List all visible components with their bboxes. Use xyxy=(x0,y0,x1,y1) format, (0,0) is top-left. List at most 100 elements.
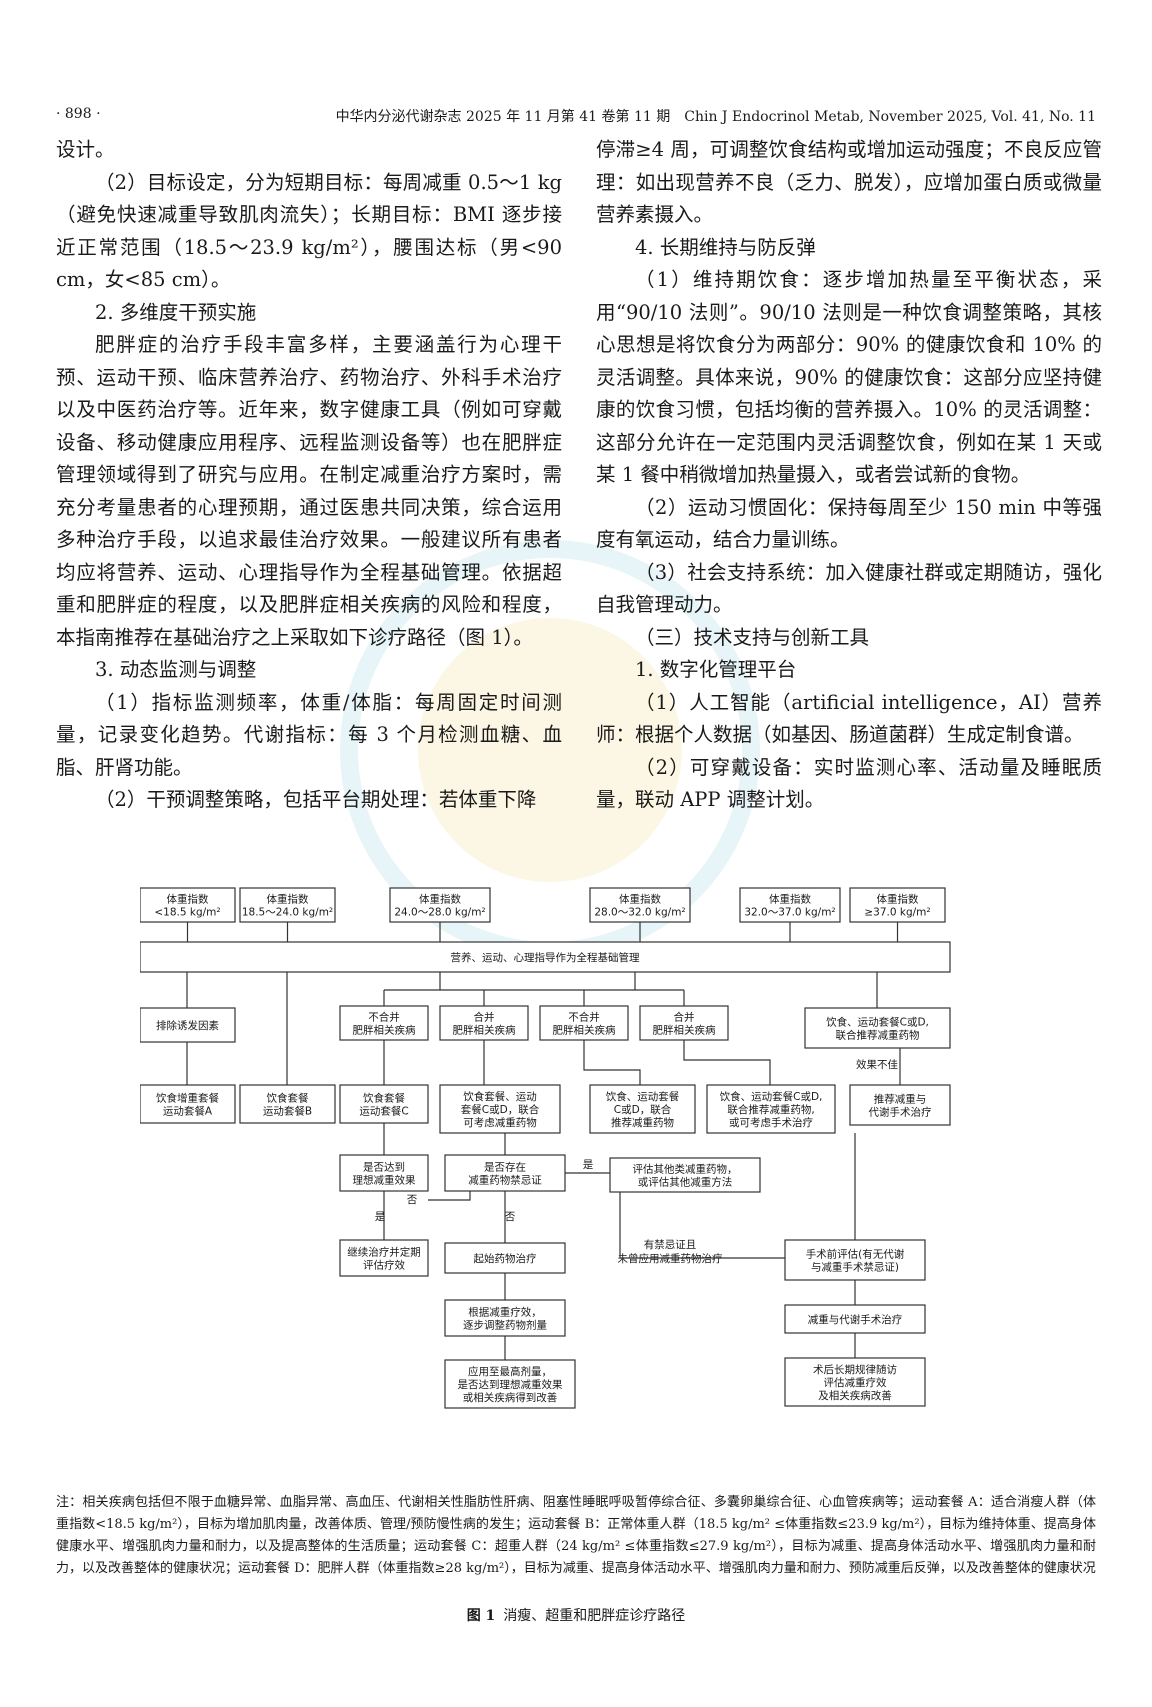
connector-line xyxy=(428,1191,471,1201)
recommend-surgery-text: 代谢手术治疗 xyxy=(869,1106,932,1119)
package-cd-recommend-text: 推荐减重药物 xyxy=(611,1116,674,1129)
exclude-causes-text: 排除诱发因素 xyxy=(156,1019,219,1032)
contra-never-text: 有禁忌证且 xyxy=(644,1238,697,1251)
package-cd-surgery-box xyxy=(706,1084,836,1134)
left-column-paragraph: 肥胖症的治疗手段丰富多样，主要涵盖行为心理干预、运动干预、临床营养治疗、药物治疗… xyxy=(56,333,562,649)
left-column: 设计。（2）目标设定，分为短期目标：每周减重 0.5～1 kg（避免快速减重导致… xyxy=(56,134,562,817)
comorbidity-2-box xyxy=(639,1005,729,1041)
right-column-paragraph: 1. 数字化管理平台 xyxy=(635,658,797,681)
base-management-text: 营养、运动、心理指导作为全程基础管理 xyxy=(451,951,640,964)
followup-box xyxy=(784,1357,926,1407)
recommend-surgery-text: 推荐减重与 xyxy=(874,1093,927,1106)
max-dose-text: 是否达到理想减重效果 xyxy=(458,1378,563,1391)
package-c-text: 运动套餐C xyxy=(359,1105,408,1118)
no-comorbidity-2-text: 肥胖相关疾病 xyxy=(553,1024,616,1037)
reach-goal-text: 是否达到 xyxy=(363,1162,405,1174)
package-cd-surgery-text: 或可考虑手术治疗 xyxy=(729,1116,813,1129)
package-b-text: 运动套餐B xyxy=(263,1105,312,1118)
bmi-category-2-box xyxy=(239,887,336,923)
no-comorbidity-2-text: 不合并 xyxy=(568,1011,600,1024)
evaluate-other-box xyxy=(609,1157,761,1193)
evaluate-other-text: 评估其他类减重药物， xyxy=(633,1163,738,1176)
bmi-category-6-text: 体重指数 xyxy=(877,893,919,906)
no-comorbidity-2-box xyxy=(539,1005,629,1041)
page-number: · 898 · xyxy=(56,106,101,122)
comorbidity-1-box xyxy=(439,1005,529,1041)
bmi-category-3-text: 24.0～28.0 kg/m² xyxy=(394,907,485,919)
no-comorbidity-1-text: 肥胖相关疾病 xyxy=(353,1024,416,1037)
comorbidity-1-text: 合并 xyxy=(474,1011,495,1024)
package-cd-recommend-box xyxy=(589,1084,696,1134)
left-column-paragraph: （2）干预调整策略，包括平台期处理：若体重下降 xyxy=(95,788,537,811)
comorbidity-2-text: 肥胖相关疾病 xyxy=(653,1024,716,1037)
left-column-paragraph: 2. 多维度干预实施 xyxy=(95,300,257,324)
package-cd-drug-text: 饮食套餐、运动 xyxy=(463,1090,537,1103)
evaluate-other-text: 或评估其他减重方法 xyxy=(638,1176,733,1189)
adjust-dose-box xyxy=(444,1299,566,1337)
journal-title: 中华内分泌代谢杂志 2025 年 11 月第 41 卷第 11 期 Chin J… xyxy=(335,109,1096,125)
right-column-paragraph: （2）可穿戴设备：实时监测心率、活动量及睡眠质量，联动 APP 调整计划。 xyxy=(596,755,1102,812)
bmi-category-3-text: 体重指数 xyxy=(419,893,461,906)
figure-note: 注：相关疾病包括但不限于血糖异常、血脂异常、高血压、代谢相关性脂肪性肝病、阻塞性… xyxy=(56,1495,1096,1576)
bmi-category-6-text: ≥37.0 kg/m² xyxy=(864,907,930,919)
left-column-paragraph: （1）指标监测频率，体重/体脂：每周固定时间测量，记录变化趋势。代谢指标：每 3… xyxy=(56,690,562,779)
package-a-text: 运动套餐A xyxy=(163,1105,213,1118)
package-a-text: 饮食增重套餐 xyxy=(156,1092,219,1105)
bmi-category-1-text: <18.5 kg/m² xyxy=(154,907,220,919)
comorbidity-1-text: 肥胖相关疾病 xyxy=(453,1024,516,1037)
package-cd-recommend-text: C或D，联合 xyxy=(614,1103,672,1116)
pre-surgery-eval-text: 与减重手术禁忌证) xyxy=(811,1261,899,1274)
package-cd-surgery-text: 饮食、运动套餐C或D, xyxy=(720,1090,823,1103)
page-header: · 898 · 中华内分泌代谢杂志 2025 年 11 月第 41 卷第 11 … xyxy=(56,106,1096,126)
bmi-category-5-text: 体重指数 xyxy=(769,893,811,906)
bmi-category-2-text: 体重指数 xyxy=(267,893,309,906)
continue-treatment-text: 评估疗效 xyxy=(363,1259,405,1272)
bmi-category-6-box xyxy=(849,887,946,923)
contraindication-box xyxy=(444,1154,566,1192)
surgery-box xyxy=(784,1304,926,1334)
connector-line xyxy=(619,1192,785,1259)
yes-label: 是 xyxy=(375,1211,386,1223)
adjust-dose-text: 逐步调整药物剂量 xyxy=(463,1319,547,1332)
base-management-box xyxy=(140,941,951,973)
contraindication-text: 减重药物禁忌证 xyxy=(468,1174,542,1187)
bmi-category-1-text: 体重指数 xyxy=(167,893,209,906)
pre-surgery-eval-text: 手术前评估(有无代谢 xyxy=(806,1248,905,1261)
no-label: 否 xyxy=(505,1211,516,1223)
connector-line xyxy=(683,1040,771,1085)
left-column-paragraph: （2）目标设定，分为短期目标：每周减重 0.5～1 kg（避免快速减重导致肌肉流… xyxy=(56,170,562,292)
followup-text: 术后长期规律随访 xyxy=(813,1363,897,1376)
right-column-paragraph: （2）运动习惯固化：保持每周至少 150 min 中等强度有氧运动，结合力量训练… xyxy=(596,495,1102,552)
right-column-paragraph: （三）技术支持与创新工具 xyxy=(635,625,870,649)
package-cd-drug-text: 可考虑减重药物 xyxy=(463,1116,537,1129)
exclude-causes-box xyxy=(140,1007,236,1043)
no-comorbidity-1-text: 不合并 xyxy=(368,1011,400,1024)
package-cd-surgery-text: 联合推荐减重药物, xyxy=(727,1103,814,1116)
right-column-paragraph: （3）社会支持系统：加入健康社群或定期随访，强化自我管理动力。 xyxy=(596,560,1102,617)
right-column-paragraph: 停滞≥4 周，可调整饮食结构或增加运动强度；不良反应管理：如出现营养不良（乏力、… xyxy=(596,138,1102,226)
bmi-category-4-text: 体重指数 xyxy=(619,893,661,906)
no-label: 否 xyxy=(407,1194,418,1206)
diet-cd-drug-text: 饮食、运动套餐C或D, xyxy=(826,1016,929,1029)
bmi-category-5-text: 32.0～37.0 kg/m² xyxy=(744,907,835,919)
ineffective-label: 效果不佳 xyxy=(856,1058,898,1071)
left-column-paragraph: 3. 动态监测与调整 xyxy=(95,658,257,681)
package-cd-drug-text: 套餐C或D，联合 xyxy=(461,1103,540,1116)
caption-label: 图 1 xyxy=(466,1608,496,1624)
contraindication-text: 是否存在 xyxy=(484,1161,526,1174)
package-cd-recommend-text: 饮食、运动套餐 xyxy=(606,1090,680,1103)
max-dose-text: 应用至最高剂量， xyxy=(468,1365,552,1378)
package-c-box xyxy=(339,1084,429,1124)
followup-text: 及相关疾病改善 xyxy=(818,1389,892,1402)
continue-treatment-box xyxy=(339,1239,429,1277)
package-b-text: 饮食套餐 xyxy=(267,1092,309,1105)
max-dose-text: 或相关疾病得到改善 xyxy=(463,1391,558,1404)
continue-treatment-text: 继续治疗并定期 xyxy=(347,1246,421,1259)
bmi-category-4-text: 28.0～32.0 kg/m² xyxy=(594,907,685,919)
connector-line xyxy=(583,1040,641,1085)
comorbidity-2-text: 合并 xyxy=(674,1011,695,1024)
right-column-paragraph: （1）人工智能（artificial intelligence，AI）营养师：根… xyxy=(596,690,1102,747)
